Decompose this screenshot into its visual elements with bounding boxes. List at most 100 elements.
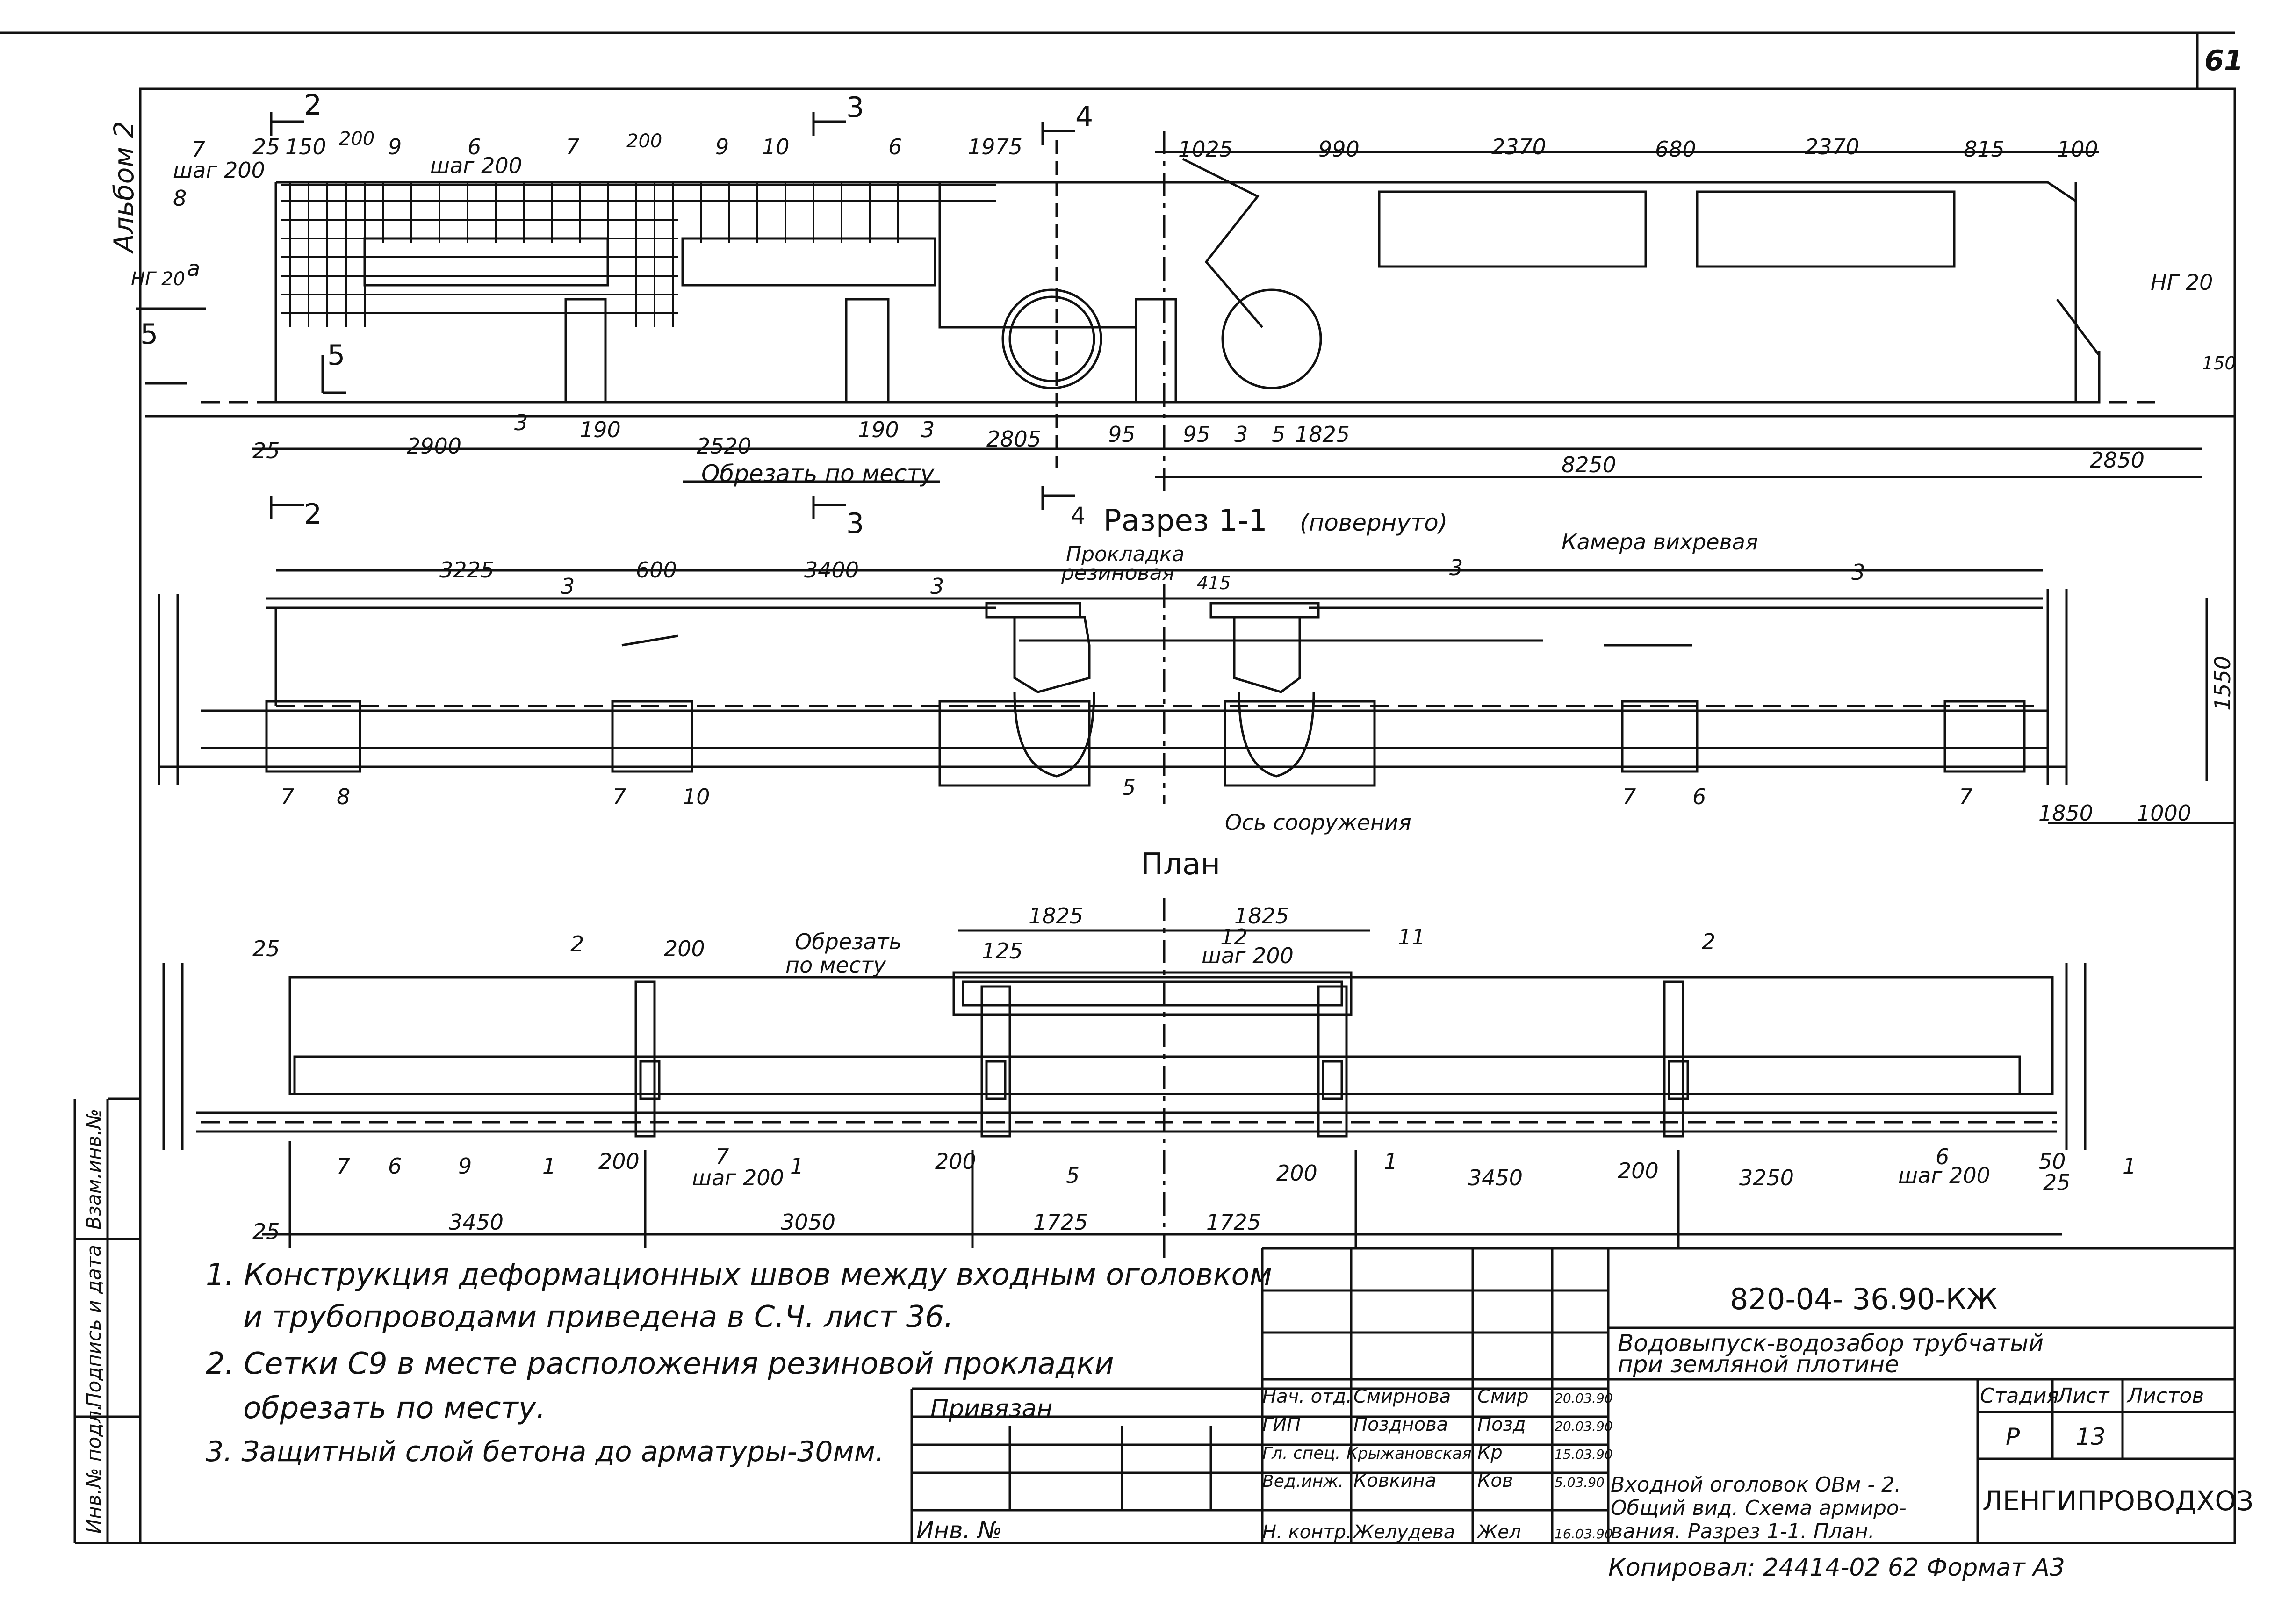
sec-7a: 7 bbox=[281, 784, 294, 809]
dim-top-7: 100 bbox=[2057, 137, 2098, 162]
section-title-note: (повернуто) bbox=[1300, 509, 1447, 536]
project-line-1: Водовыпуск-водозабор трубчатый bbox=[1618, 1330, 2044, 1357]
label-step200b: шаг 200 bbox=[430, 153, 522, 178]
plan-3450b: 3450 bbox=[449, 1210, 504, 1235]
plan-9: 9 bbox=[458, 1153, 472, 1179]
sec-3225: 3225 bbox=[439, 557, 494, 583]
label-1975: 1975 bbox=[968, 134, 1022, 159]
label-9b: 9 bbox=[715, 134, 729, 159]
sec-3d: 3 bbox=[1851, 560, 1865, 585]
sec-7d: 7 bbox=[1959, 784, 1972, 809]
sec-3b: 3 bbox=[930, 574, 944, 599]
sign-3: Кр bbox=[1477, 1442, 1503, 1463]
plan-1d: 1 bbox=[2123, 1153, 2136, 1179]
role-4: Вед.инж. bbox=[1262, 1472, 1344, 1491]
section-mark-5-left: 5 bbox=[140, 318, 158, 351]
plan-1825b: 1825 bbox=[1234, 903, 1289, 929]
section-mark-2-bottom: 2 bbox=[304, 498, 322, 531]
project-line-2: при земляной плотине bbox=[1618, 1351, 1899, 1378]
label-190a: 190 bbox=[580, 417, 621, 442]
plan-1825a: 1825 bbox=[1029, 903, 1083, 929]
label-6a: 6 bbox=[468, 134, 481, 159]
label-ng20a: НГ 20 bbox=[131, 268, 185, 290]
label-5: 5 bbox=[1272, 422, 1285, 447]
label-7b: 7 bbox=[566, 134, 579, 159]
sec-7c: 7 bbox=[1622, 784, 1636, 809]
plan-7b: 7 bbox=[715, 1144, 729, 1169]
plan-1a: 1 bbox=[542, 1153, 556, 1179]
plan-125: 125 bbox=[982, 938, 1023, 964]
plan-1b: 1 bbox=[790, 1153, 804, 1179]
label-190b: 190 bbox=[858, 417, 899, 442]
role-1: Нач. отд. bbox=[1262, 1386, 1352, 1407]
role-2: ГИП bbox=[1262, 1414, 1301, 1435]
label-7: 7 bbox=[192, 137, 205, 162]
note-3: 3. Защитный слой бетона до арматуры-30мм… bbox=[206, 1435, 885, 1468]
label-cut: Обрезать по месту bbox=[701, 460, 935, 487]
dim-top-2: 990 bbox=[1318, 137, 1360, 162]
plan-5: 5 bbox=[1066, 1163, 1080, 1188]
copy-line: Копировал: 24414-02 62 Формат А3 bbox=[1608, 1554, 2065, 1582]
dim-2900: 2900 bbox=[407, 433, 461, 459]
sheet-title-1: Входной оголовок ОВм - 2. bbox=[1611, 1473, 1901, 1497]
dim-top-1: 1025 bbox=[1178, 137, 1233, 162]
plan-2a: 2 bbox=[570, 931, 584, 957]
date-4: 5.03.90 bbox=[1555, 1475, 1605, 1490]
label-ng20b: НГ 20 bbox=[2151, 270, 2213, 295]
plan-200c: 200 bbox=[935, 1149, 976, 1174]
label-1825: 1825 bbox=[1295, 422, 1350, 447]
label-3b: 3 bbox=[921, 417, 935, 442]
plan-11: 11 bbox=[1398, 924, 1425, 950]
inv-no-label: Инв. № bbox=[916, 1517, 1002, 1544]
name-3: Крыжановская bbox=[1346, 1444, 1472, 1463]
dim-2520: 2520 bbox=[697, 433, 751, 459]
main-frame bbox=[139, 87, 2236, 1544]
stage-label: Стадия bbox=[1980, 1384, 2059, 1408]
sec-chamber: Камера вихревая bbox=[1562, 529, 1758, 555]
label-3c: 3 bbox=[1234, 422, 1248, 447]
label-a: a bbox=[187, 256, 200, 281]
sheet-title-2: Общий вид. Схема армиро- bbox=[1611, 1496, 1907, 1520]
section-mark-4-bottom: 4 bbox=[1071, 502, 1086, 529]
section-view bbox=[158, 569, 2235, 824]
plan-12: 12 bbox=[1220, 924, 1248, 950]
dim-2805: 2805 bbox=[986, 426, 1041, 452]
plan-2b: 2 bbox=[1702, 929, 1715, 954]
label-150: 150 bbox=[285, 134, 326, 159]
label-200b: 200 bbox=[626, 130, 662, 152]
label-25: 25 bbox=[252, 134, 280, 159]
section-mark-3-top: 3 bbox=[846, 91, 864, 124]
sec-axis: Ось сооружения bbox=[1225, 810, 1411, 835]
plan-25c: 25 bbox=[252, 1219, 280, 1244]
doc-code: 820-04- 36.90-КЖ bbox=[1730, 1282, 1997, 1316]
sec-1000: 1000 bbox=[2137, 800, 2191, 826]
album-label: Альбом 2 bbox=[108, 121, 140, 254]
sec-pad1: Прокладка bbox=[1066, 542, 1185, 566]
sec-7b: 7 bbox=[612, 784, 626, 809]
plan-1725b: 1725 bbox=[1206, 1210, 1261, 1235]
stage-value: Р bbox=[2006, 1423, 2020, 1450]
role-5: Н. контр. bbox=[1262, 1521, 1352, 1543]
sheet-value: 13 bbox=[2076, 1423, 2106, 1450]
note-2-cont: обрезать по месту. bbox=[243, 1391, 546, 1426]
plan-7a: 7 bbox=[337, 1153, 350, 1179]
plan-3450a: 3450 bbox=[1468, 1165, 1523, 1190]
sec-3400: 3400 bbox=[804, 557, 859, 583]
label-3a: 3 bbox=[514, 410, 528, 435]
date-3: 15.03.90 bbox=[1555, 1447, 1613, 1462]
top-view bbox=[136, 112, 2235, 519]
dim-top-3: 2370 bbox=[1491, 134, 1546, 159]
plan-200d: 200 bbox=[1276, 1160, 1317, 1186]
sec-10: 10 bbox=[683, 784, 710, 809]
sec-5: 5 bbox=[1122, 775, 1136, 800]
stamp-sign-date: Подпись и дата bbox=[82, 1245, 105, 1407]
plan-view bbox=[162, 898, 2087, 1262]
privyazan-label: Привязан bbox=[930, 1395, 1052, 1423]
date-1: 20.03.90 bbox=[1555, 1391, 1613, 1406]
section-mark-3-bottom: 3 bbox=[846, 507, 864, 540]
plan-25a: 25 bbox=[252, 936, 280, 961]
label-150r: 150 bbox=[2202, 353, 2236, 374]
note-2: 2. Сетки С9 в месте расположения резинов… bbox=[206, 1347, 1114, 1381]
label-8: 8 bbox=[173, 186, 187, 211]
